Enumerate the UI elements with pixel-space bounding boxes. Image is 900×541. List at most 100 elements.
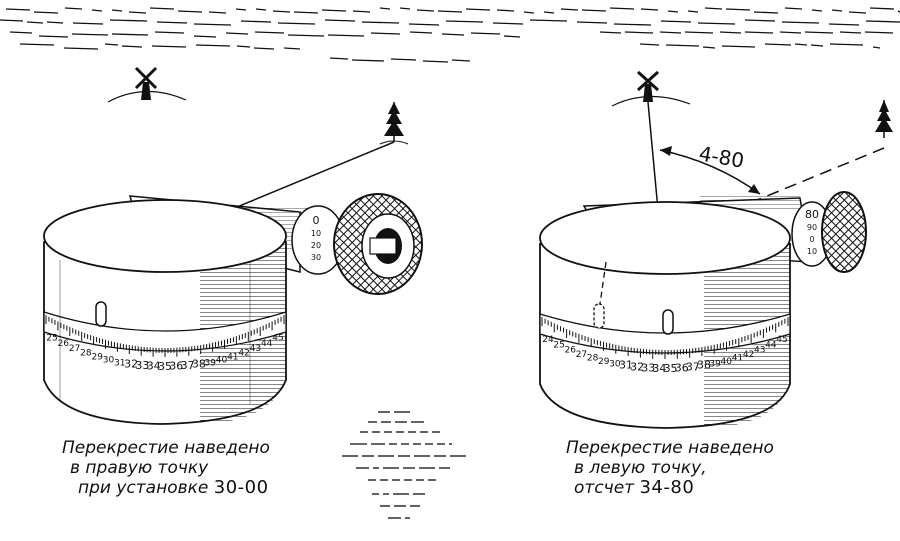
scale-label: 35	[664, 362, 678, 375]
scale-label: 44	[765, 341, 777, 351]
scale-label: 39	[204, 358, 216, 368]
left-scale-ticks	[45, 315, 285, 357]
right-caption-line3: отсчет	[574, 478, 635, 498]
scale-label: 41	[227, 352, 238, 362]
sky-stroke	[864, 31, 894, 34]
knob-label: 10	[311, 229, 321, 238]
knob-label: 30	[311, 253, 321, 262]
scale-label: 38	[192, 357, 206, 370]
sky-stroke	[697, 22, 736, 25]
scale-label: 32	[124, 357, 138, 370]
knob-label: 10	[807, 247, 817, 256]
sky-stroke	[684, 31, 714, 34]
sky-stroke	[71, 33, 109, 36]
sky-stroke	[154, 31, 185, 34]
sky-stroke	[639, 43, 660, 46]
sky-stroke	[445, 20, 484, 23]
sky-stroke	[19, 43, 55, 46]
sky-stroke	[149, 7, 175, 10]
right-old-index-mark	[593, 303, 605, 329]
sky-stroke	[599, 31, 622, 34]
sky-stroke	[0, 19, 24, 22]
right-caption: Перекрестие наведено в левую точку, отсч…	[566, 438, 774, 498]
right-index-mark	[662, 309, 674, 335]
sky-stroke	[609, 7, 635, 10]
right-caption-value: 34-80	[639, 477, 695, 498]
sky-stroke	[872, 46, 881, 49]
fir-tree-icon	[379, 102, 409, 145]
sky-stroke	[277, 22, 316, 25]
left-caption-line2: в правую точку	[70, 458, 209, 478]
angle-label: 4-80	[697, 141, 746, 173]
sky-stroke	[5, 8, 31, 11]
sky-stroke	[721, 45, 756, 48]
sky-stroke	[811, 9, 823, 12]
sky-stroke	[416, 9, 435, 12]
sky-stroke	[719, 31, 742, 34]
sky-stroke	[523, 11, 535, 14]
sky-stroke	[576, 21, 608, 24]
sky-stroke	[543, 11, 555, 14]
ground-hatching	[342, 411, 466, 519]
sky-stroke	[111, 33, 149, 36]
scale-label: 27	[69, 344, 80, 354]
sky-stroke	[91, 9, 103, 12]
scale-label: 45	[776, 335, 787, 345]
scale-label: 30	[609, 360, 621, 370]
sky-stroke	[255, 8, 267, 11]
right-caption-line2: в левую точку,	[574, 458, 707, 478]
scale-label: 36	[169, 360, 183, 373]
scale-label: 32	[630, 360, 644, 373]
sky-stroke	[624, 31, 654, 34]
sky-stroke	[496, 9, 515, 12]
scale-label: 28	[80, 348, 92, 358]
sky-stroke	[764, 43, 792, 46]
scale-label: 40	[216, 356, 228, 366]
scale-label: 33	[135, 359, 149, 372]
scale-label: 25	[46, 333, 57, 343]
sky-stroke	[327, 34, 365, 37]
sky-stroke	[351, 59, 385, 62]
sky-stroke	[702, 46, 716, 49]
sky-stroke	[236, 45, 251, 48]
sky-stroke	[111, 9, 123, 12]
sky-stroke	[254, 31, 285, 34]
sky-stroke	[640, 8, 659, 11]
windmill-icon	[636, 70, 660, 102]
sky-stroke	[321, 9, 347, 12]
sky-stroke	[451, 59, 471, 62]
sky-stroke	[828, 23, 860, 26]
sky-stroke	[38, 35, 69, 38]
scale-label: 33	[641, 361, 655, 374]
sky-stroke	[503, 35, 521, 38]
knob-label: 20	[311, 241, 321, 250]
sky-stroke	[687, 10, 699, 13]
knob-label: 0	[313, 214, 320, 227]
sky-stroke	[779, 31, 802, 34]
sky-stroke	[287, 34, 325, 37]
sky-stroke	[370, 32, 401, 35]
scale-label: 36	[675, 361, 689, 374]
scale-label: 29	[598, 357, 610, 367]
sky-stroke	[437, 10, 463, 13]
sky-stroke	[104, 43, 119, 46]
sky-stroke	[390, 58, 417, 61]
scale-label: 26	[58, 339, 70, 349]
scale-label: 28	[587, 354, 599, 364]
sky-stroke	[869, 7, 895, 10]
sky-strokes	[0, 7, 900, 63]
knob-label: 80	[805, 208, 819, 221]
sky-stroke	[470, 32, 501, 35]
scale-label: 43	[250, 344, 261, 354]
sky-stroke	[660, 20, 692, 23]
sky-stroke	[240, 20, 272, 23]
scale-label: 39	[709, 360, 721, 370]
sky-stroke	[195, 44, 231, 47]
sky-stroke	[64, 7, 83, 10]
sky-stroke	[848, 11, 867, 14]
scale-label: 24	[542, 335, 554, 345]
